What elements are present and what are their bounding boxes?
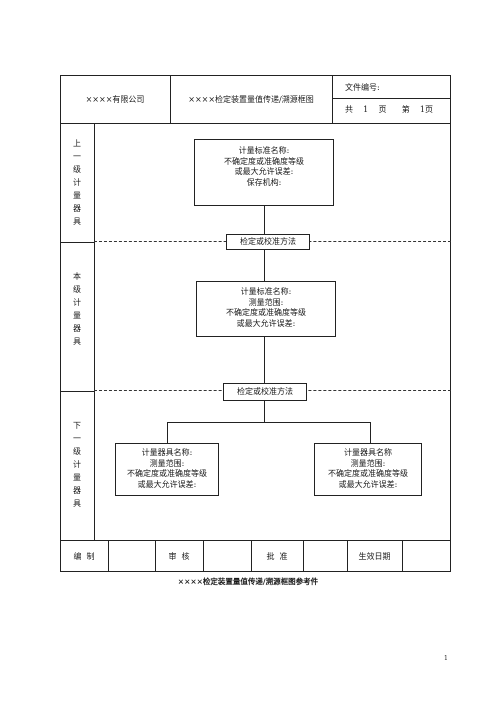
form-sheet: [60, 75, 451, 572]
lower-right-line-1: 计量器具名称: [344, 448, 392, 457]
connector-method-to-current: [264, 250, 265, 281]
current-box-line-3: 不确定度或准确度等级: [226, 308, 306, 317]
calibration-method-box-bottom: 检定或校准方法: [223, 383, 307, 401]
upper-box-line-1: 计量标准名称:: [238, 146, 290, 155]
label-column-divider: [94, 123, 95, 540]
connector-branch-right: [370, 422, 371, 443]
company-name: ××××有限公司: [85, 95, 145, 104]
footer-divider-2: [155, 540, 156, 572]
footer-review-label: 审 核: [168, 552, 190, 561]
header-divider-1: [170, 75, 171, 123]
footer-divider-7: [402, 540, 403, 572]
connector-method-to-branch: [264, 401, 265, 422]
document-title: ××××检定装置量值传递/溯源框图: [188, 95, 314, 104]
lower-right-line-3: 不确定度或准确度等级: [328, 469, 408, 478]
branch-line: [167, 422, 370, 423]
header-divider-2: [332, 75, 333, 123]
upper-box-line-2: 不确定度或准确度等级: [224, 156, 304, 166]
page-info: 共 1 页 第 1页: [345, 105, 433, 114]
lower-right-line-2: 测量范围:: [350, 458, 386, 468]
page-number: 1: [444, 655, 448, 662]
lower-level-instrument-box-left: 计量器具名称: 测量范围: 不确定度或准确度等级 或最大允许误差:: [115, 443, 219, 496]
footer-divider-3: [203, 540, 204, 572]
upper-box-line-4: 保存机构:: [246, 177, 282, 187]
current-box-line-1: 计量标准名称:: [240, 287, 292, 296]
level-label-lower: 下一级计量器具: [73, 421, 81, 508]
level-separator-2: [60, 391, 94, 392]
lower-level-instrument-box-right: 计量器具名称 测量范围: 不确定度或准确度等级 或最大允许误差:: [314, 443, 422, 496]
upper-box-line-3: 或最大允许误差:: [234, 167, 294, 176]
lower-left-line-1: 计量器具名称:: [141, 448, 193, 457]
header-split-line: [332, 98, 451, 99]
calibration-method-box-top: 检定或校准方法: [226, 234, 310, 250]
connector-upper-to-method: [264, 206, 265, 234]
lower-right-line-4: 或最大允许误差:: [338, 479, 398, 489]
lower-left-line-3: 不确定度或准确度等级: [127, 469, 207, 478]
lower-left-line-4: 或最大允许误差:: [137, 479, 197, 489]
upper-level-standard-box: 计量标准名称: 不确定度或准确度等级 或最大允许误差: 保存机构:: [194, 139, 334, 206]
connector-branch-left: [167, 422, 168, 443]
footer-effective-date-label: 生效日期: [358, 552, 391, 561]
current-box-line-2: 测量范围:: [248, 297, 284, 307]
level-label-current: 本级计量器具: [73, 272, 81, 346]
footer-divider-4: [251, 540, 252, 572]
footer-divider-6: [347, 540, 348, 572]
footer-top-border: [60, 540, 451, 541]
footer-divider-5: [303, 540, 304, 572]
footer-divider-1: [108, 540, 109, 572]
connector-current-to-method: [264, 337, 265, 383]
header-bottom-border: [60, 123, 451, 124]
figure-caption: ××××检定装置量值传递/溯源框图参考件: [177, 577, 319, 586]
lower-left-line-2: 测量范围:: [149, 458, 185, 468]
footer-approve-label: 批 准: [266, 552, 288, 561]
level-separator-1: [60, 242, 94, 243]
file-number-label: 文件编号:: [345, 83, 380, 92]
current-level-standard-box: 计量标准名称: 测量范围: 不确定度或准确度等级 或最大允许误差:: [196, 281, 336, 337]
level-label-upper: 上一级计量器具: [73, 139, 81, 226]
footer-compile-label: 编 制: [73, 552, 95, 561]
current-box-line-4: 或最大允许误差:: [236, 318, 296, 328]
